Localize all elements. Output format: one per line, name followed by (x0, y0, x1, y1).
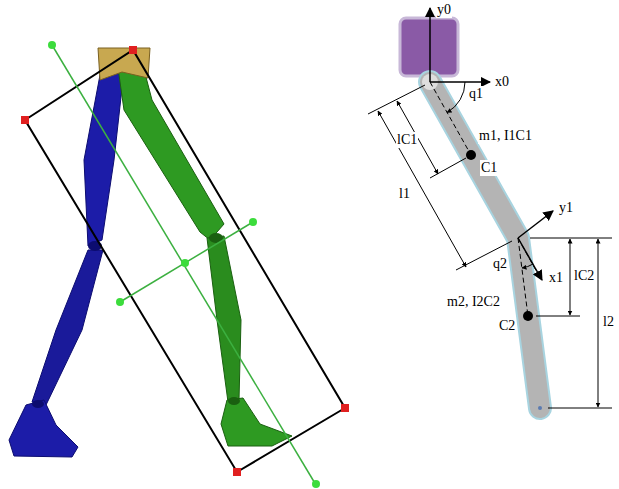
symbol-label: y0 (436, 2, 452, 18)
symbol-label: q1 (468, 86, 484, 102)
symbol-label: l1 (398, 186, 411, 202)
symbol-label: m2, I2C2 (446, 294, 501, 310)
symbol-label: q2 (492, 256, 508, 272)
green-leg (118, 62, 292, 446)
symbol-label: lC2 (573, 268, 595, 284)
bounding-box (21, 41, 349, 488)
symbol-label: l2 (602, 314, 615, 330)
symbol-label: m1, I1C1 (478, 128, 533, 144)
symbol-label: C2 (498, 318, 516, 334)
symbol-label: x0 (494, 74, 510, 90)
symbol-label: x1 (548, 270, 564, 286)
symbol-label: lC1 (396, 132, 418, 148)
symbol-label: C1 (480, 160, 498, 176)
blue-leg (9, 70, 124, 457)
two-link-schematic (368, 8, 612, 410)
symbol-label: y1 (558, 200, 574, 216)
